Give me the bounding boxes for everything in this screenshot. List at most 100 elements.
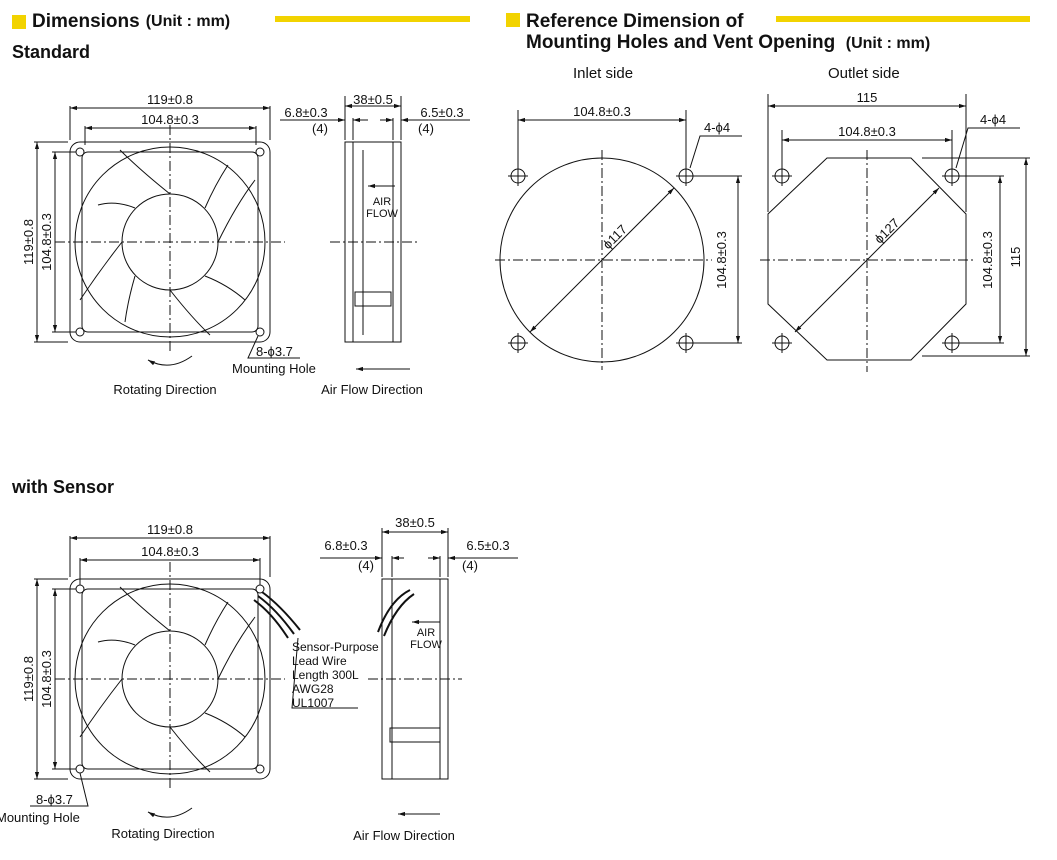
outlet-overall-height: 115 <box>1008 247 1023 268</box>
sensor-wire-line-1: Sensor-Purpose <box>292 640 379 654</box>
sensor-overall-height: 119±0.8 <box>21 656 36 702</box>
reference-title-line1: Reference Dimension of <box>526 11 744 32</box>
sensor-flow-label: FLOW <box>410 639 442 651</box>
standard-left-gap: 6.8±0.3 <box>284 105 327 120</box>
fan-blade <box>97 202 136 209</box>
fan-blade <box>204 164 229 209</box>
sensor-pitch-width: 104.8±0.3 <box>141 544 199 559</box>
fan-blade <box>124 275 136 323</box>
rotation-arrow <box>147 807 193 818</box>
header-marker <box>506 13 520 27</box>
reference-unit: (Unit : mm) <box>845 35 931 52</box>
standard-air-label: AIR <box>373 196 391 208</box>
sensor-depth: 38±0.5 <box>395 515 435 530</box>
standard-left-gap-sub: (4) <box>312 121 328 136</box>
outlet-vent-opening <box>767 157 967 361</box>
fan-blade <box>204 712 246 738</box>
mounting-hole <box>75 147 85 157</box>
mounting-hole <box>255 147 265 157</box>
mounting-hole <box>75 764 85 774</box>
leader-line <box>689 135 742 169</box>
reference-rule <box>776 16 1030 22</box>
outlet-pitch: 104.8±0.3 <box>838 124 896 139</box>
fan-blade <box>79 678 123 738</box>
standard-right-gap-sub: (4) <box>418 121 434 136</box>
dimensions-title: Dimensions <box>32 11 140 32</box>
diameter-line <box>529 187 675 333</box>
sensor-overall-width: 119±0.8 <box>147 522 193 537</box>
sensor-airflow-direction: Air Flow Direction <box>353 828 455 843</box>
outlet-overall-width: 115 <box>857 90 878 105</box>
leader-line <box>291 637 358 709</box>
fan-blade <box>217 179 256 243</box>
fan-blade <box>169 289 211 336</box>
fan-blade <box>204 601 229 646</box>
dimensions-header: Dimensions (Unit : mm) <box>12 11 230 33</box>
lead-wire <box>261 591 301 631</box>
reference-header: Reference Dimension of Mounting Holes an… <box>506 11 930 54</box>
header-marker <box>12 15 26 29</box>
outlet-vertical-pitch: 104.8±0.3 <box>980 231 995 289</box>
standard-depth: 38±0.5 <box>353 92 393 107</box>
standard-overall-height: 119±0.8 <box>21 219 36 265</box>
fan-blade <box>217 616 256 680</box>
fan-blade <box>119 149 171 195</box>
outlet-diameter: ϕ127 <box>871 215 902 246</box>
standard-side-view <box>280 96 470 372</box>
inlet-title: Inlet side <box>573 65 634 82</box>
sensor-right-gap: 6.5±0.3 <box>466 538 509 553</box>
standard-pitch-height: 104.8±0.3 <box>39 213 54 271</box>
standard-flow-label: FLOW <box>366 208 398 220</box>
standard-title: Standard <box>12 42 91 62</box>
reference-title-line2: Mounting Holes and Vent Opening <box>526 32 836 53</box>
sensor-pitch-height: 104.8±0.3 <box>39 650 54 708</box>
sensor-wire-line-2: Lead Wire <box>292 654 347 668</box>
standard-rotating-label: Rotating Direction <box>113 382 216 397</box>
standard-right-gap: 6.5±0.3 <box>420 105 463 120</box>
motor-housing <box>389 727 441 743</box>
sensor-rotating-label: Rotating Direction <box>111 826 214 841</box>
sensor-air-label: AIR <box>417 627 435 639</box>
outlet-holes: 4-ϕ4 <box>980 112 1006 127</box>
diameter-line <box>794 187 940 333</box>
inlet-side-view <box>495 110 742 370</box>
sensor-title: with Sensor <box>12 477 115 497</box>
sensor-hole-label: Mounting Hole <box>0 810 80 825</box>
mounting-hole <box>255 764 265 774</box>
sensor-hole-spec: 8-ϕ3.7 <box>36 792 73 807</box>
sensor-wire-line-4: AWG28 <box>292 682 334 696</box>
standard-hole-spec: 8-ϕ3.7 <box>256 344 293 359</box>
inlet-vertical-pitch: 104.8±0.3 <box>714 231 729 289</box>
sensor-wire-line-5: UL1007 <box>292 696 334 710</box>
mounting-hole <box>75 584 85 594</box>
inlet-holes: 4-ϕ4 <box>704 120 730 135</box>
mounting-hole <box>255 327 265 337</box>
fan-blade <box>79 241 123 301</box>
sensor-wire-line-3: Length 300L <box>292 668 359 682</box>
standard-pitch-width: 104.8±0.3 <box>141 112 199 127</box>
motor-housing <box>354 291 392 307</box>
fan-blade <box>169 726 211 773</box>
outlet-side-view <box>760 94 1030 372</box>
lead-wire <box>383 593 415 637</box>
standard-hole-label: Mounting Hole <box>232 361 316 376</box>
mounting-hole <box>75 327 85 337</box>
standard-airflow-direction: Air Flow Direction <box>321 382 423 397</box>
sensor-front-view <box>30 535 358 818</box>
standard-front-view <box>34 105 300 366</box>
lead-wire <box>257 595 295 635</box>
fan-blade <box>204 275 246 301</box>
leader-line <box>247 335 300 359</box>
dimensions-rule <box>275 16 470 22</box>
fan-blade <box>97 639 136 646</box>
standard-overall-width: 119±0.8 <box>147 92 193 107</box>
lead-wire <box>377 589 411 633</box>
inlet-pitch: 104.8±0.3 <box>573 104 631 119</box>
leader-line <box>955 127 1020 169</box>
fan-blade <box>119 586 171 632</box>
leader-line <box>30 772 89 807</box>
sensor-right-gap-sub: (4) <box>462 558 478 573</box>
rotation-arrow <box>147 355 193 366</box>
dimensions-unit: (Unit : mm) <box>145 13 231 30</box>
